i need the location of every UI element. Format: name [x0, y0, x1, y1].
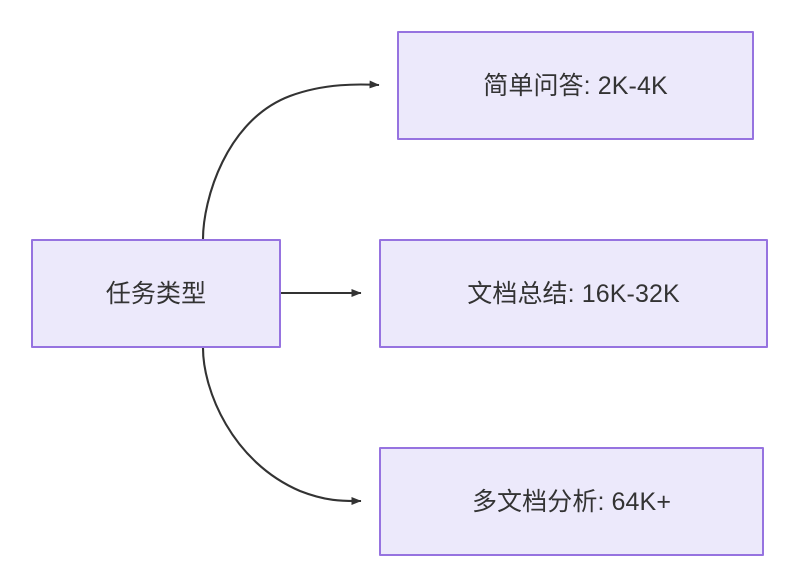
- node-doc-summary[interactable]: 文档总结: 16K-32K: [379, 239, 768, 348]
- node-label: 简单问答: 2K-4K: [483, 71, 668, 100]
- node-multi-doc-analysis[interactable]: 多文档分析: 64K+: [379, 447, 764, 556]
- node-label: 文档总结: 16K-32K: [467, 279, 680, 308]
- node-label: 任务类型: [105, 279, 207, 308]
- edge-root-to-multi-doc: [201, 347, 362, 506]
- node-task-type[interactable]: 任务类型: [31, 239, 281, 348]
- edge-root-to-simple-qa: [201, 80, 380, 240]
- node-simple-qa[interactable]: 简单问答: 2K-4K: [397, 31, 754, 140]
- node-label: 多文档分析: 64K+: [471, 487, 672, 516]
